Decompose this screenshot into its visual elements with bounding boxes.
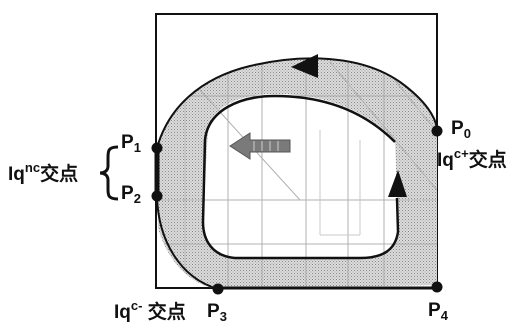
- trajectory-loop: [201, 94, 400, 260]
- label-p2: P2: [121, 183, 141, 206]
- point-p3: [212, 283, 224, 295]
- label-p4: P4: [428, 300, 449, 323]
- label-iq-c-minus: Iqc- 交点: [114, 298, 186, 323]
- point-p1: [151, 142, 163, 154]
- top-arrowhead: [291, 54, 318, 78]
- curly-brace: [99, 145, 119, 201]
- label-iq-nc: Iqnc交点: [8, 160, 78, 185]
- label-p1: P1: [121, 132, 141, 155]
- label-p3: P3: [207, 301, 227, 324]
- block-arrow: [229, 132, 291, 160]
- lower-boundary: [156, 195, 219, 290]
- region-grid: [157, 58, 437, 290]
- point-p0: [431, 125, 443, 137]
- label-iq-c-plus: Iqc+交点: [437, 146, 507, 171]
- label-p0: P0: [451, 118, 471, 141]
- up-arrowhead: [388, 170, 407, 197]
- point-p4: [431, 281, 443, 293]
- point-p2: [151, 190, 163, 202]
- shaded-region: [157, 58, 437, 290]
